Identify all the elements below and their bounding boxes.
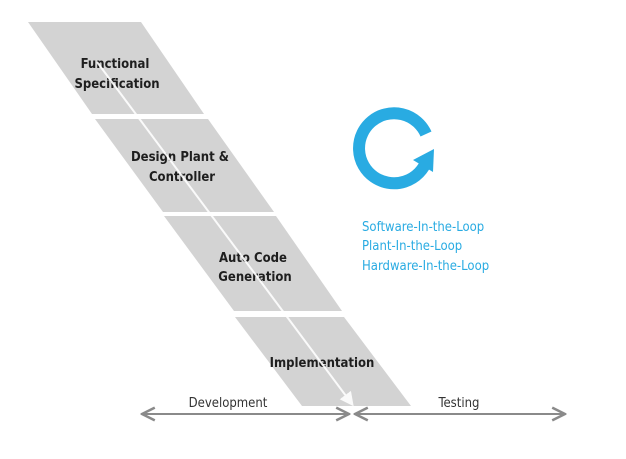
stage-label-3: Auto Code Generation (218, 251, 291, 285)
refresh-cycle-icon (353, 107, 434, 190)
stage-block-4: Implementation (235, 317, 411, 406)
process-flow-arrow (96, 61, 354, 407)
stage-block-3: Auto Code Generation (164, 216, 342, 311)
stage-block-2: Design Plant & Controller (95, 119, 274, 212)
loop-item-hardware: Hardware-In-the-Loop (362, 259, 489, 274)
stage-block-1: Functional Specification (28, 22, 204, 114)
loop-item-plant: Plant-In-the-Loop (362, 239, 462, 254)
stage-label-1: Functional Specification (74, 57, 159, 92)
testing-label: Testing (438, 396, 480, 411)
loop-item-software: Software-In-the-Loop (362, 220, 484, 235)
development-label: Development (189, 396, 268, 411)
